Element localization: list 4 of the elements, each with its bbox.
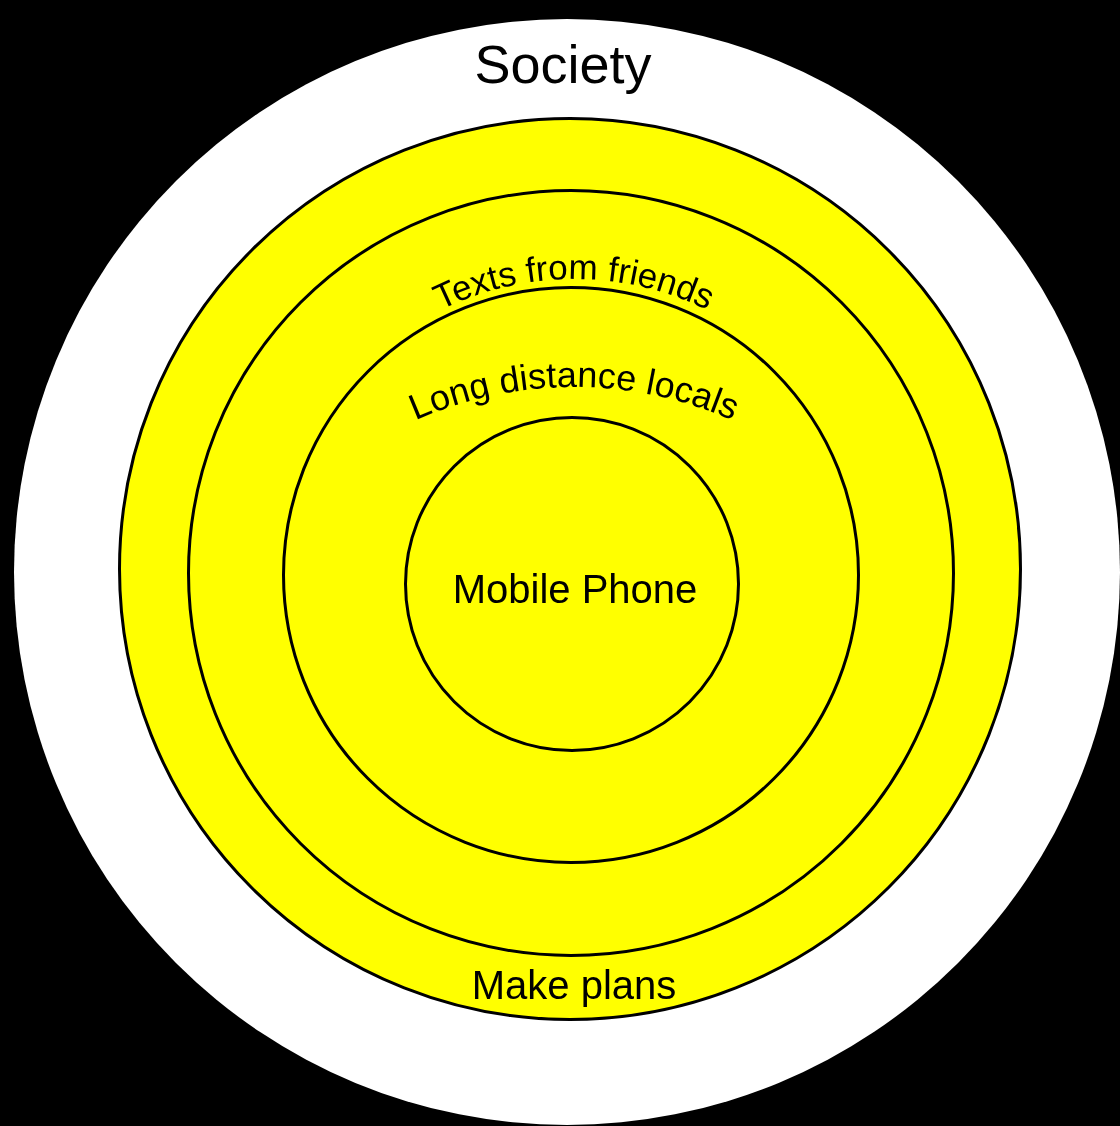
ring-label: Make plans <box>471 965 677 1005</box>
ring-label: Mobile Phone <box>452 569 698 609</box>
ring-label: Long distance locals <box>402 353 746 428</box>
ring-label: Texts from friends <box>427 246 721 317</box>
